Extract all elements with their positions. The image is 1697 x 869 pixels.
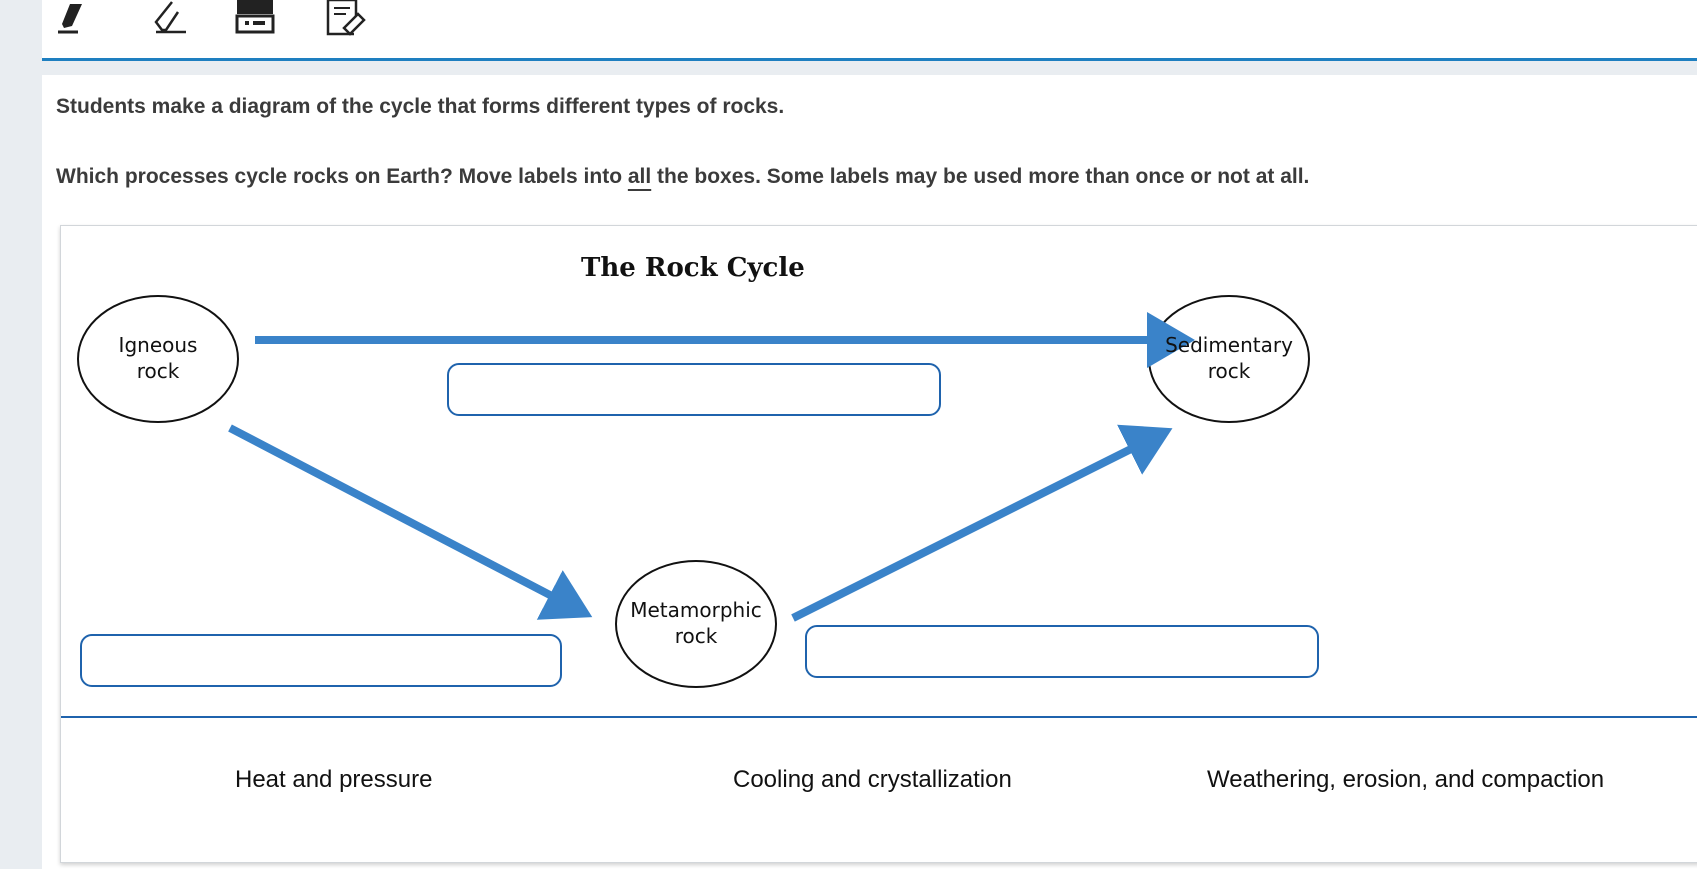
question-content: Students make a diagram of the cycle tha… bbox=[42, 75, 1697, 869]
left-rail bbox=[0, 0, 42, 869]
draggable-label-cooling-and-crystallization[interactable]: Cooling and crystallization bbox=[733, 766, 1012, 793]
prompt-emphasis: all bbox=[627, 165, 652, 188]
drop-box-metamorphic-to-sedimentary[interactable] bbox=[805, 625, 1319, 678]
draggable-label-heat-and-pressure[interactable]: Heat and pressure bbox=[235, 766, 433, 793]
eraser-tool-button[interactable] bbox=[134, 0, 194, 40]
drop-box-igneous-to-sedimentary[interactable] bbox=[447, 363, 941, 416]
draggable-label-weathering-erosion-compaction[interactable]: Weathering, erosion, and compaction bbox=[1207, 766, 1605, 793]
prompt-text-before: Which processes cycle rocks on Earth? Mo… bbox=[56, 165, 628, 188]
sedimentary-rock-label-line1: Sedimentary bbox=[1165, 333, 1293, 357]
line-reader-icon bbox=[235, 0, 275, 34]
line-reader-tool-button[interactable] bbox=[225, 0, 285, 40]
eraser-icon bbox=[154, 1, 186, 34]
sedimentary-rock-label-line2: rock bbox=[1207, 359, 1251, 383]
metamorphic-rock-label-line1: Metamorphic bbox=[630, 598, 762, 622]
notepad-tool-button[interactable] bbox=[314, 0, 374, 40]
notepad-icon bbox=[326, 0, 366, 36]
highlighter-tool-button[interactable] bbox=[44, 0, 104, 40]
rock-cycle-diagram bbox=[77, 295, 1310, 688]
igneous-rock-label-line1: Igneous bbox=[118, 333, 198, 357]
question-prompt: Which processes cycle rocks on Earth? Mo… bbox=[56, 165, 1309, 189]
igneous-rock-node bbox=[77, 295, 239, 423]
metamorphic-rock-label: Metamorphic rock bbox=[621, 597, 771, 649]
arrow-igneous-to-metamorphic bbox=[228, 424, 593, 620]
metamorphic-rock-label-line2: rock bbox=[674, 624, 718, 648]
diagram-title: The Rock Cycle bbox=[581, 253, 805, 283]
highlighter-icon bbox=[58, 4, 82, 34]
igneous-rock-label-line2: rock bbox=[136, 359, 180, 383]
toolbar bbox=[42, 0, 1697, 61]
sedimentary-rock-label: Sedimentary rock bbox=[1154, 332, 1304, 384]
toolbar-gap bbox=[42, 61, 1697, 75]
prompt-text-after: the boxes. Some labels may be used more … bbox=[651, 165, 1310, 188]
drag-and-drop-card: The Rock Cycle Igneous rock Sedimentary … bbox=[60, 225, 1697, 863]
metamorphic-rock-node bbox=[615, 560, 777, 688]
arrow-metamorphic-to-sedimentary bbox=[791, 424, 1173, 622]
drop-box-igneous-to-metamorphic[interactable] bbox=[80, 634, 562, 687]
choices-divider bbox=[61, 716, 1697, 718]
igneous-rock-label: Igneous rock bbox=[88, 332, 228, 384]
question-intro: Students make a diagram of the cycle tha… bbox=[56, 95, 785, 118]
